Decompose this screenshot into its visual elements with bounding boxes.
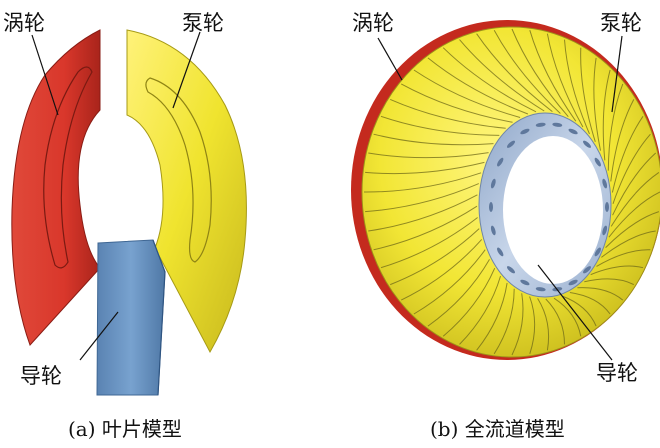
torus-blade-line xyxy=(365,161,485,175)
torus-blade-line xyxy=(608,191,660,238)
stator-vane xyxy=(497,157,504,167)
torus-blade-line xyxy=(368,152,489,159)
torus-blade-line xyxy=(610,99,635,182)
torus-blade-line xyxy=(493,288,515,355)
torus-blade-line xyxy=(553,297,582,337)
torus-blade-line xyxy=(400,83,513,123)
torus-blade-line xyxy=(569,292,611,315)
torus-blade-line xyxy=(611,116,644,193)
torus-blade-line xyxy=(400,239,483,301)
stator-vane xyxy=(568,279,578,286)
torus-blade-line xyxy=(459,275,501,345)
torus-blade-line xyxy=(390,98,506,129)
stator-blade xyxy=(96,239,166,396)
torus-blade-line xyxy=(601,230,656,258)
torus-blade-line xyxy=(564,39,590,135)
torus-blade-line xyxy=(380,217,478,269)
torus-blade-line xyxy=(413,249,486,315)
stator-vane xyxy=(535,122,546,127)
torus-blade-line xyxy=(476,282,508,351)
torus-blade-line xyxy=(593,57,601,151)
torus-blade-line xyxy=(580,47,596,142)
stator-vane xyxy=(568,128,578,135)
stator-vane xyxy=(490,225,496,236)
stator-vane xyxy=(602,225,608,236)
turbine-blade xyxy=(11,29,101,346)
stator-vane xyxy=(489,202,493,212)
torus-blade-line xyxy=(584,278,635,286)
torus-blade-line xyxy=(368,194,478,232)
torus-blade-line xyxy=(442,267,496,337)
torus-blade-line xyxy=(511,293,524,356)
torus-blade-line xyxy=(537,298,550,351)
torus-blade-line xyxy=(561,295,597,327)
label-stator-a: 导轮 xyxy=(20,364,62,388)
torus-blade-line xyxy=(493,29,561,114)
torus-blade-line xyxy=(612,152,657,216)
torus-blade-line xyxy=(605,211,660,248)
stator-vane xyxy=(552,122,563,127)
label-turbine-a: 涡轮 xyxy=(3,11,45,35)
torus-blade-lines xyxy=(363,28,660,356)
label-turbine-b: 涡轮 xyxy=(352,11,394,35)
torus-blade-line xyxy=(373,205,478,251)
stator-vane xyxy=(497,247,504,257)
torus-blade-line xyxy=(459,39,545,112)
stator-vane xyxy=(535,287,546,292)
stator-vane xyxy=(594,247,601,257)
torus-blade-line xyxy=(427,57,529,115)
stator-vane xyxy=(602,178,608,189)
torus-blade-line xyxy=(390,228,480,286)
caption-a: (a) 叶片模型 xyxy=(68,417,182,441)
stator-vane xyxy=(507,140,515,148)
torus-blade-line xyxy=(602,69,611,161)
torus-blade-line xyxy=(363,172,482,193)
torus-blade-line xyxy=(529,30,577,122)
torus-blade-line xyxy=(365,183,479,213)
blade-model xyxy=(11,29,247,396)
stator-vane xyxy=(605,202,609,212)
torus-blade-line xyxy=(380,115,500,136)
stator-vane xyxy=(507,266,515,274)
torus-blade-line xyxy=(546,33,584,128)
full-flow-model xyxy=(351,20,660,361)
label-pump-a: 泵轮 xyxy=(182,11,224,35)
stator-vane xyxy=(520,279,530,286)
caption-b: (b) 全流道模型 xyxy=(430,417,565,441)
torus-blade-line xyxy=(577,287,624,301)
torus-blade-line xyxy=(545,298,565,345)
torus-blade-line xyxy=(476,33,553,112)
stator-vane xyxy=(594,157,601,167)
torus-blade-line xyxy=(596,249,651,267)
torus-blade-line xyxy=(607,83,624,171)
inner-stator-vanes xyxy=(489,122,609,292)
pump-blade xyxy=(126,29,247,354)
torus-blade-line xyxy=(511,28,569,118)
stator-vane xyxy=(490,178,496,189)
label-stator-b: 导轮 xyxy=(596,361,638,385)
torus-blade-line xyxy=(590,265,644,276)
torus-blade-line xyxy=(529,296,536,354)
torus-blade-line xyxy=(612,133,651,204)
stator-vane xyxy=(583,140,591,148)
torus-blade-line xyxy=(442,47,537,113)
torus-blade-line xyxy=(413,69,521,118)
torus-blade-line xyxy=(610,171,660,227)
label-pump-b: 泵轮 xyxy=(600,11,642,35)
stator-vane xyxy=(520,128,530,135)
stator-vane xyxy=(583,266,591,274)
torus-blade-line xyxy=(427,259,490,327)
torus-blade-line xyxy=(373,133,494,146)
